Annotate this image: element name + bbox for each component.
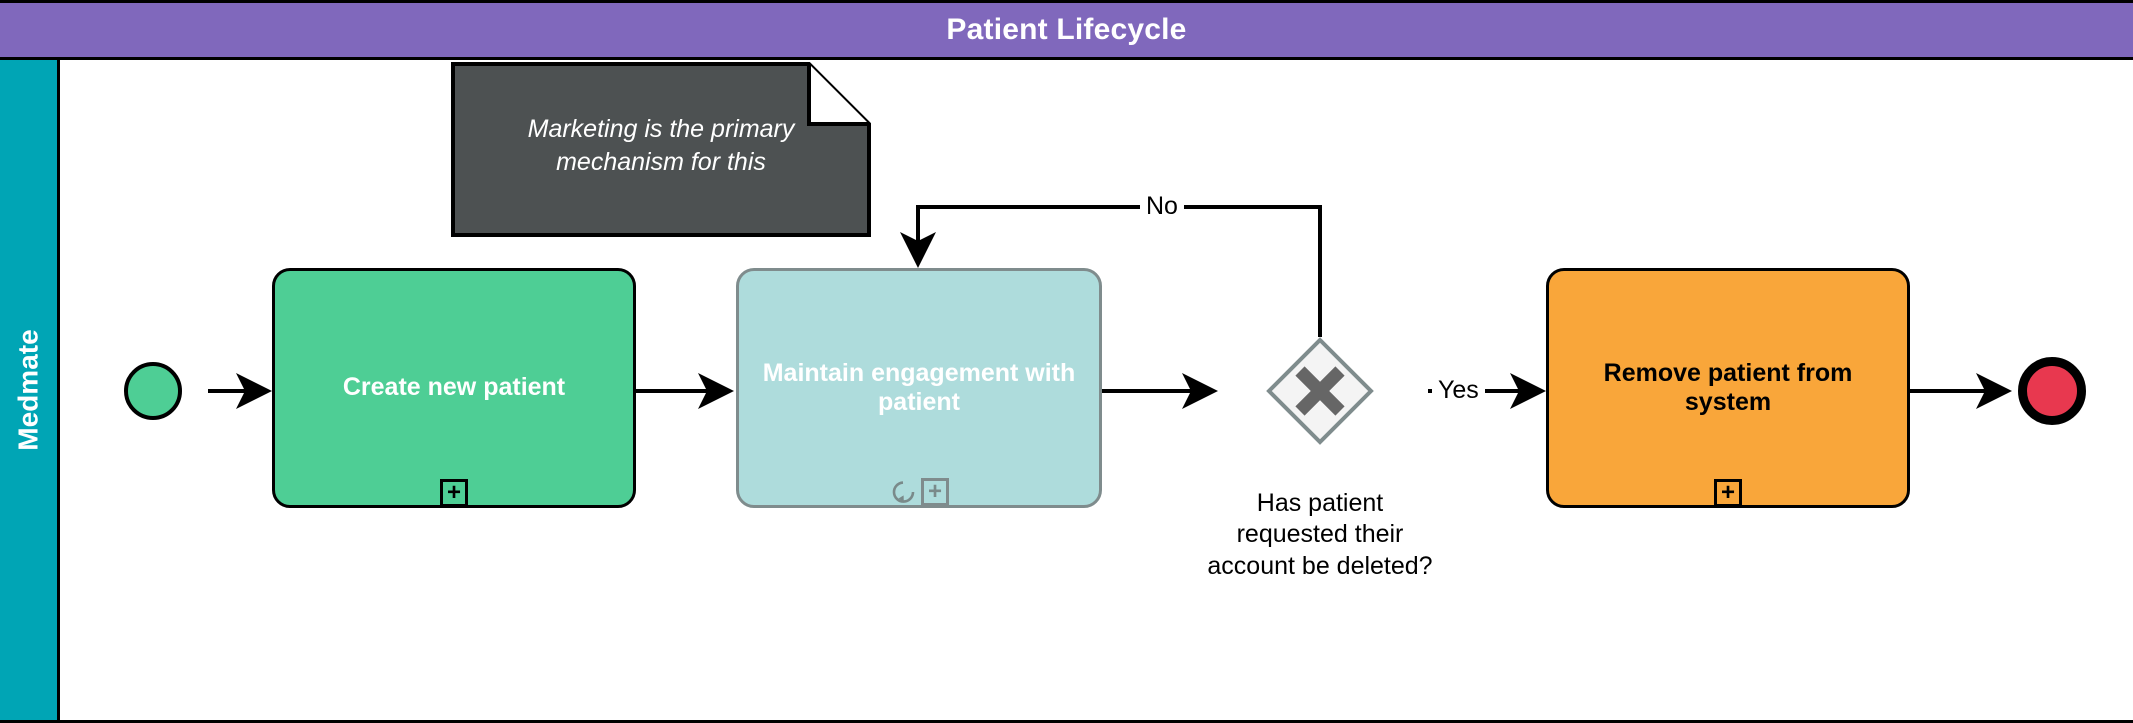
task-remove-patient-from-system[interactable]: Remove patient from system + [1546,268,1910,508]
task-maintain-engagement[interactable]: Maintain engagement with patient + [736,268,1102,508]
task-markers: + [1549,479,1907,507]
pool-header[interactable]: Patient Lifecycle [0,0,2133,60]
sub-process-plus-icon[interactable]: + [1714,479,1742,507]
edge-label-yes: Yes [1432,378,1485,403]
end-event[interactable] [2018,357,2086,425]
task-create-new-patient[interactable]: Create new patient + [272,268,636,508]
task-markers: + [739,477,1099,507]
exclusive-gateway-deletion-request[interactable] [1266,337,1374,445]
lane-title: Medmate [12,329,44,451]
text-annotation-marketing[interactable]: Marketing is the primary mechanism for t… [451,62,871,237]
edge-label-no: No [1140,194,1184,219]
lane-header-medmate[interactable]: Medmate [0,60,60,723]
gateway-diamond-icon [1266,337,1374,445]
task-label: Maintain engagement with patient [762,358,1076,417]
task-label: Create new patient [342,373,566,402]
task-markers: + [275,479,633,507]
note-shape-icon [451,62,871,237]
start-event[interactable] [124,362,182,420]
gateway-caption: Has patient requested their account be d… [1207,489,1433,580]
pool-title: Patient Lifecycle [946,13,1187,46]
task-label: Remove patient from system [1603,358,1853,417]
loop-marker-icon[interactable] [889,477,919,507]
sub-process-plus-icon[interactable]: + [440,479,468,507]
sub-process-plus-icon[interactable]: + [921,478,949,506]
